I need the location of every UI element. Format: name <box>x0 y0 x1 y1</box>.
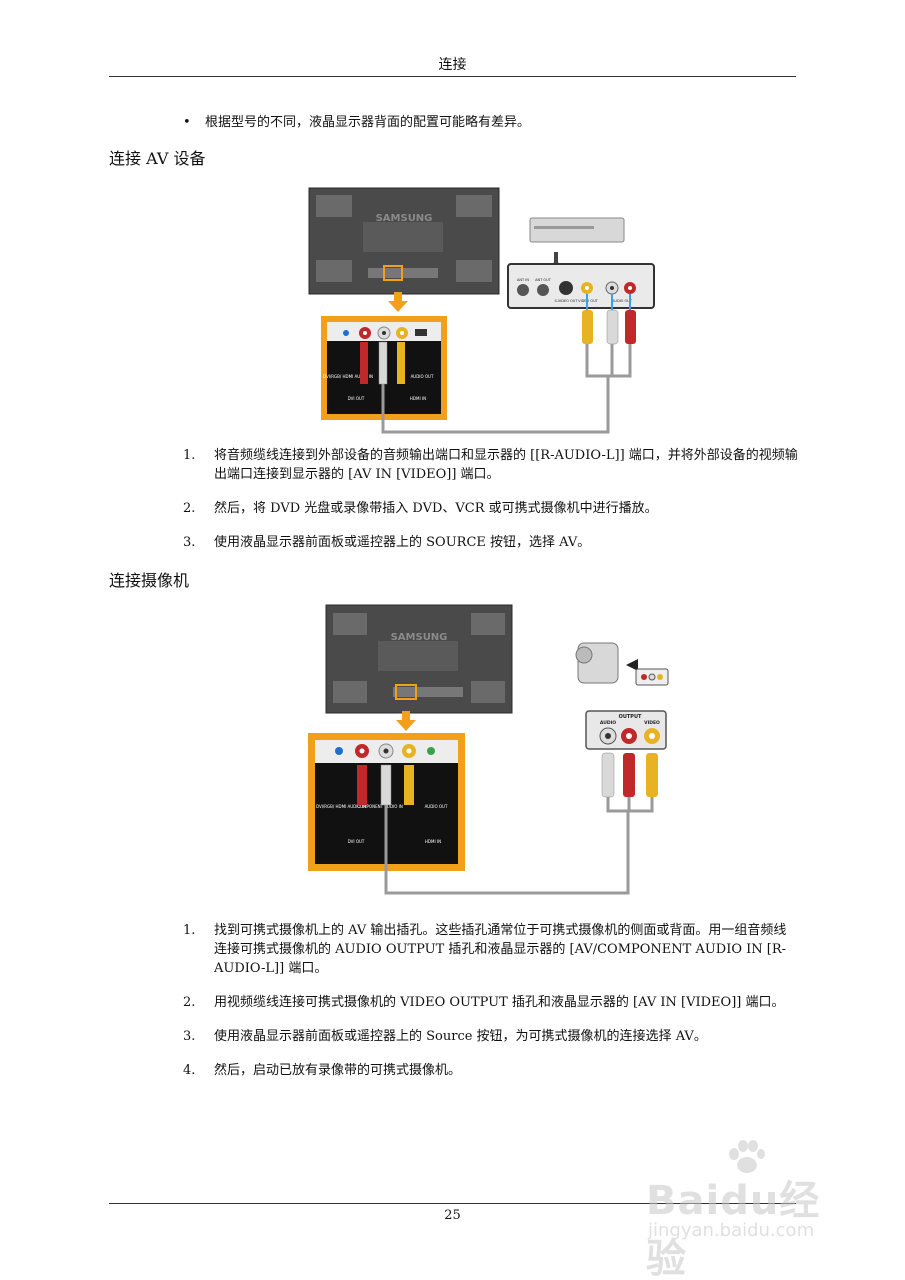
video-label: VIDEO <box>644 720 660 726</box>
list-item: 1. 找到可携式摄像机上的 AV 输出插孔。这些插孔通常位于可携式摄像机的侧面或背… <box>183 921 798 978</box>
step-text: 找到可携式摄像机上的 AV 输出插孔。这些插孔通常位于可携式摄像机的侧面或背面。… <box>214 923 787 976</box>
watermark-url: jingyan.baidu.com <box>648 1220 815 1241</box>
camcorder-connection-diagram: SAMSUNG DVI/RGB/ HDMI AUDIO IN COMPONENT… <box>308 604 669 895</box>
list-item: 3. 使用液晶显示器前面板或遥控器上的 SOURCE 按钮，选择 AV。 <box>183 533 798 552</box>
monitor-brand: SAMSUNG <box>376 213 433 224</box>
dvd-player <box>529 217 625 243</box>
panel-label-hdmi-in: HDMI IN <box>425 839 441 844</box>
page-header-title: 连接 <box>438 57 467 73</box>
panel-label-component-audio: COMPONENT AUDIO IN <box>357 804 403 809</box>
cable <box>381 344 632 434</box>
output-label: OUTPUT <box>619 714 642 720</box>
av-connection-diagram: SAMSUNG DVI/RGB/ HDMI AUDIO IN AUDIO OUT… <box>308 187 655 434</box>
step-text: 使用液晶显示器前面板或遥控器上的 Source 按钮，为可携式摄像机的连接选择 … <box>214 1029 707 1044</box>
panel-label-hdmi-in: HDMI IN <box>410 396 426 401</box>
paw-icon <box>729 1140 765 1173</box>
list-item: 2. 然后，将 DVD 光盘或录像带插入 DVD、VCR 或可携式摄像机中进行播放… <box>183 499 798 518</box>
panel-label-dvi-out: DVI OUT <box>348 396 365 401</box>
arrow-icon <box>626 659 638 671</box>
panel-label-audio-out: AUDIO OUT <box>425 804 448 809</box>
port-highlight <box>383 265 403 281</box>
list-item: 1. 将音频缆线连接到外部设备的音频输出端口和显示器的 [[R-AUDIO-L]]… <box>183 446 798 484</box>
arrow-down-icon <box>388 301 408 312</box>
step-text: 将音频缆线连接到外部设备的音频输出端口和显示器的 [[R-AUDIO-L]] 端… <box>214 448 798 482</box>
step-number: 1. <box>183 923 196 938</box>
note-text: 根据型号的不同，液晶显示器背面的配置可能略有差异。 <box>205 115 531 130</box>
panel-label-audio-in: DVI/RGB/ HDMI AUDIO IN <box>316 804 366 809</box>
monitor-brand: SAMSUNG <box>391 632 448 643</box>
page-number: 25 <box>444 1208 461 1223</box>
list-item: 3. 使用液晶显示器前面板或遥控器上的 Source 按钮，为可携式摄像机的连接选… <box>183 1027 798 1046</box>
panel-label-audio-in: DVI/RGB/ HDMI AUDIO IN <box>323 374 373 379</box>
device-label-audio-out: AUDIO OUT <box>612 299 633 303</box>
arrow-down-icon <box>396 720 416 731</box>
note-bullet: • <box>183 115 191 130</box>
list-item: 2. 用视频缆线连接可携式摄像机的 VIDEO OUTPUT 插孔和液晶显示器的 … <box>183 993 798 1012</box>
step-number: 4. <box>183 1063 196 1078</box>
device-label-ant-out: ANT OUT <box>535 278 552 282</box>
device-label-ant-in: ANT IN <box>517 278 529 282</box>
footer-rule <box>109 1203 796 1204</box>
section-heading-camcorder: 连接摄像机 <box>109 571 190 590</box>
step-text: 然后，启动已放有录像带的可携式摄像机。 <box>214 1063 462 1078</box>
step-text: 使用液晶显示器前面板或遥控器上的 SOURCE 按钮，选择 AV。 <box>214 535 591 550</box>
watermark-brand: Baidu经验 <box>646 1178 821 1280</box>
audio-label: AUDIO <box>600 720 616 726</box>
panel-label-dvi-out: DVI OUT <box>348 839 365 844</box>
step-number: 3. <box>183 535 196 550</box>
panel-label-audio-out: AUDIO OUT <box>411 374 434 379</box>
steps-av: 1. 将音频缆线连接到外部设备的音频输出端口和显示器的 [[R-AUDIO-L]]… <box>183 446 798 567</box>
step-number: 3. <box>183 1029 196 1044</box>
header-rule <box>109 76 796 77</box>
step-number: 1. <box>183 448 196 463</box>
section-heading-av: 连接 AV 设备 <box>109 149 206 168</box>
step-text: 然后，将 DVD 光盘或录像带插入 DVD、VCR 或可携式摄像机中进行播放。 <box>214 501 658 516</box>
step-text: 用视频缆线连接可携式摄像机的 VIDEO OUTPUT 插孔和液晶显示器的 [A… <box>214 995 785 1010</box>
watermark: Baidu经验 jingyan.baidu.com <box>640 1140 855 1280</box>
step-number: 2. <box>183 995 196 1010</box>
device-label-video-out: VIDEO OUT <box>578 299 599 303</box>
list-item: 4. 然后，启动已放有录像带的可携式摄像机。 <box>183 1061 798 1080</box>
note: • 根据型号的不同，液晶显示器背面的配置可能略有差异。 <box>183 111 530 130</box>
port-highlight <box>395 684 417 700</box>
step-number: 2. <box>183 501 196 516</box>
steps-camcorder: 1. 找到可携式摄像机上的 AV 输出插孔。这些插孔通常位于可携式摄像机的侧面或背… <box>183 921 798 1095</box>
cable <box>384 797 654 895</box>
device-panel <box>507 263 655 309</box>
device-label-svideo-out: S-VIDEO OUT <box>555 299 579 303</box>
